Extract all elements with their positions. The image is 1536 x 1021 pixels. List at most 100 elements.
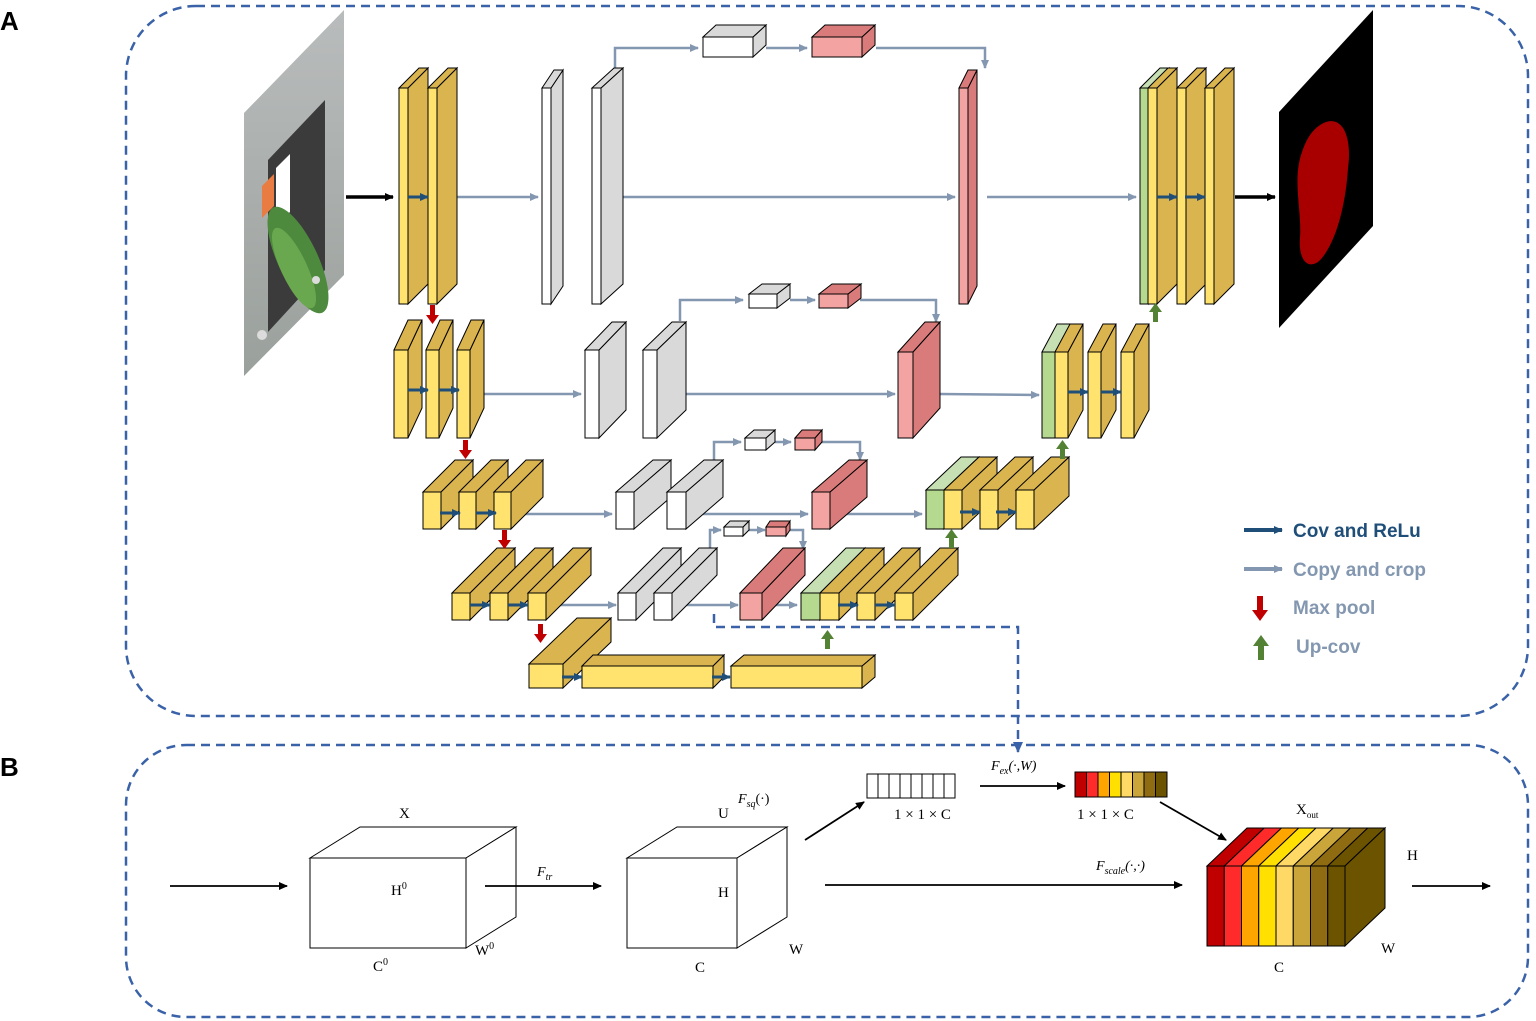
block-15 [583, 320, 628, 440]
block-1-side [407, 66, 429, 306]
cube-out-h: H [1407, 848, 1418, 864]
cube-x-h0-base: H [391, 883, 402, 899]
out-front-3 [1241, 865, 1260, 947]
block-5-front [702, 36, 754, 58]
block-2-side [436, 66, 458, 306]
cube-out-sub: out [1307, 810, 1319, 820]
block-10-front [1176, 87, 1187, 305]
out-front-5 [1275, 865, 1294, 947]
block-37-front [489, 592, 509, 621]
block-26-front [493, 491, 512, 530]
block-14-front [456, 349, 471, 439]
cube-x [308, 826, 518, 949]
block-10-side [1185, 66, 1207, 306]
excitation-cell-3 [1097, 771, 1110, 798]
block-14 [456, 319, 485, 439]
cube-out-base: X [1296, 802, 1307, 818]
legend-item-cov-relu: Cov and ReLu [1244, 521, 1421, 542]
f-sq-arrow [804, 801, 865, 841]
block-40-front [653, 592, 673, 621]
out-front-7 [1310, 865, 1329, 947]
input-image [244, 10, 344, 376]
cube-x-label: X [399, 806, 410, 822]
feature-blocks [393, 23, 1236, 690]
block-7 [958, 69, 978, 305]
panel-a-border [124, 4, 1530, 718]
squeeze-cell-3 [888, 773, 901, 799]
f-sq-sub: sq [747, 799, 756, 810]
block-11-front [1204, 87, 1215, 305]
block-32-front [925, 489, 945, 530]
block-19-front [897, 351, 914, 439]
legend-item-max-pool: Max pool [1252, 596, 1375, 621]
excitation-cell-5 [1120, 771, 1133, 798]
out-front-1 [1206, 865, 1225, 947]
cube-u [625, 826, 789, 949]
block-18 [817, 282, 863, 310]
block-29 [743, 428, 777, 452]
cube-u-label: U [718, 806, 729, 822]
block-30 [793, 428, 824, 452]
block-34-front [979, 489, 999, 530]
block-11 [1203, 66, 1236, 306]
block-28 [665, 458, 725, 531]
block-50-front [730, 665, 863, 689]
f-sq-arg: (·) [755, 792, 769, 807]
out-front-6 [1292, 865, 1311, 947]
out-front-2 [1223, 865, 1242, 947]
f-scale-base: F [1095, 859, 1105, 874]
block-1 [397, 66, 430, 306]
block-17-front [748, 293, 778, 309]
block-36 [450, 546, 517, 622]
cube-x-w0: W0 [475, 941, 494, 959]
block-9-front [1147, 87, 1158, 305]
block-35-front [1015, 489, 1035, 530]
f-scale-arg: (·,·) [1125, 859, 1145, 874]
block-33-front [943, 489, 963, 530]
block-3-side [550, 68, 564, 306]
block-41 [722, 519, 751, 538]
cube-x-c0-base: C [373, 959, 383, 975]
block-13-front [425, 349, 440, 439]
block-31-front [811, 491, 831, 530]
block-50 [729, 653, 877, 690]
block-4-front [591, 87, 602, 305]
f-sq-label: Fsq(·) [737, 792, 770, 810]
block-21 [1054, 323, 1084, 439]
excitation-cell-2 [1086, 771, 1099, 798]
block-17 [747, 282, 792, 310]
cube-out-label: Xout [1296, 802, 1319, 820]
block-42-top [765, 520, 791, 528]
excitation-cell-8 [1155, 771, 1168, 798]
block-7-side [967, 69, 978, 305]
block-49-top [580, 654, 726, 667]
excitation-cell-6 [1132, 771, 1145, 798]
f-tr-sub: tr [546, 872, 553, 883]
block-20-front [1041, 351, 1057, 439]
out-front-4 [1258, 865, 1277, 947]
block-30-front [794, 437, 816, 451]
f-scale-sub: scale [1105, 866, 1126, 877]
block-39-front [617, 592, 637, 621]
block-4 [590, 66, 625, 306]
f-ex-base: F [990, 759, 1000, 774]
block-4-side [600, 66, 624, 306]
block-12 [393, 319, 423, 439]
block-36-front [451, 592, 471, 621]
block-28-front [666, 491, 687, 530]
block-2 [426, 66, 459, 306]
block-19 [896, 320, 942, 440]
block-1-front [398, 87, 409, 305]
cube-u-h: H [718, 885, 729, 901]
block-15-front [584, 349, 600, 439]
scale-in-arrow [1159, 801, 1227, 841]
block-21-front [1054, 351, 1069, 439]
block-22-front [1087, 351, 1102, 439]
squeeze-cell-7 [932, 773, 945, 799]
block-39 [616, 546, 683, 622]
legend-item-up-cov: Up-cov [1253, 635, 1361, 660]
squeeze-cell-8 [943, 773, 956, 799]
f-sq-base: F [737, 792, 747, 807]
f-scale-label: Fscale(·,·) [1095, 859, 1145, 877]
